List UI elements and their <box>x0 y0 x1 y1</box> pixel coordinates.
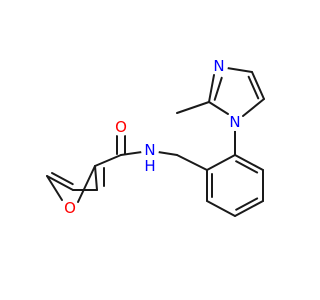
imidazole-n3-label: N <box>213 57 224 75</box>
imidazole-bond-n3-c4 <box>226 67 253 73</box>
carbonyl-oxygen-label: O <box>115 118 127 136</box>
amide-nitrogen-label: N <box>144 141 155 159</box>
furan-bond-c5-o <box>46 175 63 201</box>
amide-hydrogen-label: H <box>144 157 155 175</box>
atom-layer: O N H O N N <box>61 57 244 217</box>
benzene-double-4-5 <box>235 197 259 211</box>
benzene-bond-4-5 <box>234 200 264 217</box>
n-ch2-bond <box>157 151 178 156</box>
imidazole-bond-c4-c5 <box>251 71 265 100</box>
furan-double-c4-c5 <box>51 172 74 186</box>
imidazole-bond-c5-n1 <box>242 98 265 117</box>
imidazole-bond-n1-c2 <box>208 101 229 115</box>
benzene-bond-1-2 <box>206 154 236 171</box>
bond-layer <box>46 67 265 217</box>
carbonyl-furan-bond <box>94 154 122 167</box>
imidazole-double-c4-c5 <box>247 75 260 100</box>
furan-bond-c4-c5 <box>46 175 74 191</box>
furan-oxygen-atom: O <box>61 199 79 217</box>
benzene-double-2-3 <box>235 160 259 174</box>
imidazole-n1-label: N <box>229 113 240 131</box>
amide-nitrogen-atom: N H <box>141 141 159 175</box>
benzene-bond-5-6 <box>206 200 236 217</box>
furan-bond-o-c2 <box>77 165 96 203</box>
imidazole-bond-c2-n3 <box>208 74 215 103</box>
carbonyl-oxygen-atom: O <box>112 118 130 136</box>
structure-diagram: O N H O N N <box>46 57 265 217</box>
furan-bond-c2-c3 <box>94 165 98 191</box>
imidazole-n1-atom: N <box>226 113 244 131</box>
imidazole-n3-atom: N <box>210 57 228 75</box>
methyl-bond <box>176 101 210 114</box>
imidazole-double-c2-n3 <box>213 76 223 101</box>
amide-c-n-bond <box>120 151 143 156</box>
ch2-ring-bond <box>176 154 208 171</box>
furan-oxygen-label: O <box>64 199 76 217</box>
benzene-bond-2-3 <box>234 154 264 171</box>
